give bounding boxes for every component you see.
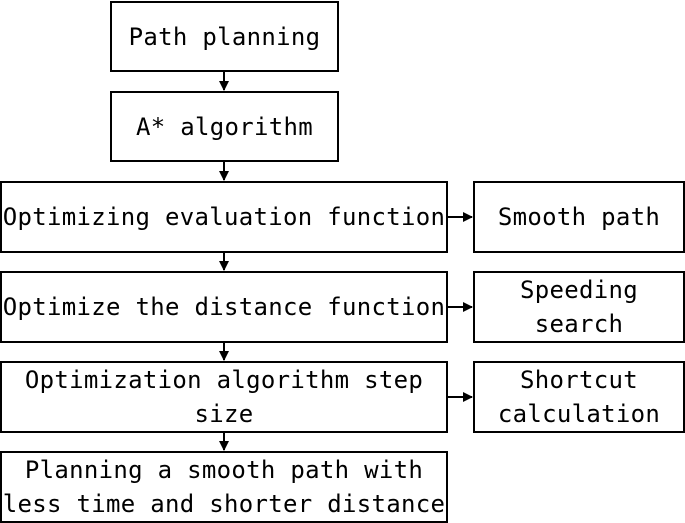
node-path-planning: Path planning <box>110 1 339 72</box>
node-optimize-distance-function: Optimize the distance function <box>0 271 448 343</box>
node-shortcut-calculation: Shortcut calculation <box>473 361 685 433</box>
node-a-star-algorithm: A* algorithm <box>110 91 339 162</box>
node-speeding-search: Speeding search <box>473 271 685 343</box>
node-optimizing-evaluation-function: Optimizing evaluation function <box>0 181 448 253</box>
node-smooth-path: Smooth path <box>473 181 685 253</box>
node-optimization-algorithm-step-size: Optimization algorithm step size <box>0 361 448 433</box>
node-planning-smooth-path: Planning a smooth path with less time an… <box>0 451 448 523</box>
